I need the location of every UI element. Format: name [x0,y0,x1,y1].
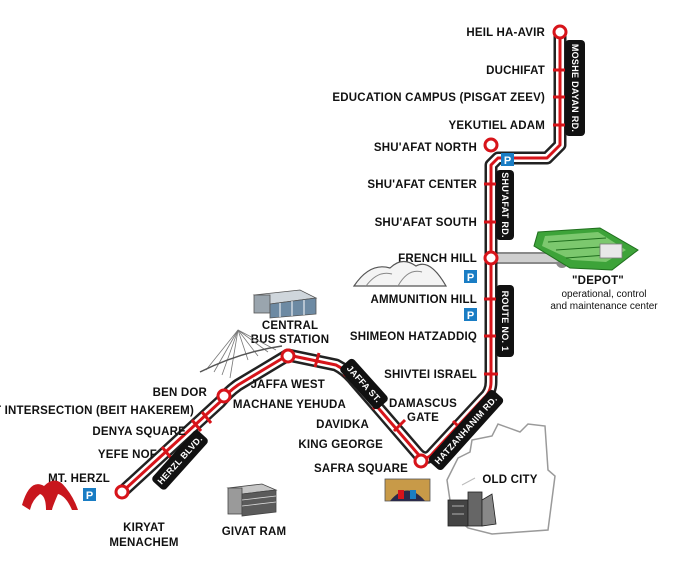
svg-text:P: P [467,272,474,284]
old-city-buildings-icon [447,491,497,527]
tick-denya-square [190,419,203,432]
svg-text:P: P [504,155,511,167]
depot-icon [533,227,639,271]
tick-haft-intersection [200,411,213,424]
station-circle-shuafat-north[interactable] [483,137,499,153]
station-label-gate[interactable]: GATE [407,412,439,424]
station-labels: HEIL HA-AVIR DUCHIFAT EDUCATION CAMPUS (… [0,27,545,549]
tram-line [117,32,567,497]
french-hill-landmark-icon [352,260,448,287]
givat-ram-building-icon [226,483,278,517]
station-label-haft-intersection[interactable]: HAFT INTERSECTION (BEIT HAKEREM) [0,405,194,417]
station-circle-mt-herzl[interactable] [114,484,130,500]
station-label-davidka[interactable]: DAVIDKA [316,419,369,431]
station-label-yekutiel-adam[interactable]: YEKUTIEL ADAM [448,120,545,132]
depot-line-1: operational, control [561,289,646,300]
station-label-jaffa-west[interactable]: JAFFA WEST [251,379,325,391]
station-label-damascus[interactable]: DAMASCUS [389,398,457,410]
road-sign-shuafat: SHU'AFAT RD. [496,170,514,240]
station-circle-safra-square[interactable] [413,453,429,469]
station-label-denya-square[interactable]: DENYA SQUARE [92,426,186,438]
station-label-ammunition-hill[interactable]: AMMUNITION HILL [371,294,477,306]
central-bus-station-building-icon [252,289,318,319]
chords-bridge-icon [199,329,283,379]
station-label-kiryat[interactable]: KIRYAT [123,522,165,534]
parking-icon-french-hill: P [464,270,477,284]
safra-square-photo-icon [384,478,431,502]
station-circle-heil-ha-avir[interactable] [552,24,568,40]
road-label-moshe-dayan: MOSHE DAYAN RD. [570,44,580,132]
parking-icon-ammunition-hill: P [464,308,477,322]
parking-icon-mt-herzl: P [83,488,96,502]
interchange-stations [114,24,568,500]
parking-icon-shuafat-north: P [501,153,514,167]
station-label-central[interactable]: CENTRAL [262,320,318,332]
station-label-menachem[interactable]: MENACHEM [109,537,178,549]
station-label-machane-yehuda[interactable]: MACHANE YEHUDA [233,399,346,411]
station-label-shuafat-south[interactable]: SHU'AFAT SOUTH [375,217,477,229]
station-label-ben-dor[interactable]: BEN DOR [153,387,208,399]
road-label-route-1: ROUTE NO. 1 [500,291,510,352]
station-label-shivtei-israel[interactable]: SHIVTEI ISRAEL [384,369,477,381]
station-label-bus-station[interactable]: BUS STATION [251,334,329,346]
station-label-french-hill[interactable]: FRENCH HILL [398,253,477,265]
road-sign-moshe-dayan: MOSHE DAYAN RD. [565,40,585,136]
station-label-shimeon-hatzaddiq[interactable]: SHIMEON HATZADDIQ [350,331,477,343]
depot-title: "DEPOT" [572,275,624,287]
station-circle-french-hill[interactable] [483,250,499,266]
tick-jaffa-west [313,352,321,368]
givat-ram-label: GIVAT RAM [222,526,287,538]
station-label-education-campus[interactable]: EDUCATION CAMPUS (PISGAT ZEEV) [332,92,545,104]
depot-line-2: and maintenance center [550,301,658,312]
station-label-shuafat-center[interactable]: SHU'AFAT CENTER [367,179,477,191]
old-city-label: OLD CITY [482,474,537,486]
svg-text:P: P [467,310,474,322]
mt-herzl-sculpture-icon [22,480,78,510]
depot-caption: "DEPOT" operational, control and mainten… [550,275,658,312]
depot-spur [485,252,568,268]
road-label-shuafat: SHU'AFAT RD. [500,172,510,238]
station-circle-central-bus-station[interactable] [280,348,296,364]
tick-yefe-nof [160,446,173,459]
parking-icons: P P P P [83,153,514,502]
station-label-shuafat-north[interactable]: SHU'AFAT NORTH [374,142,477,154]
station-circle-ben-dor[interactable] [216,388,232,404]
road-sign-jaffa: JAFFA ST. [340,358,388,410]
station-label-yefe-nof[interactable]: YEFE NOF [98,449,157,461]
station-label-heil-ha-avir[interactable]: HEIL HA-AVIR [466,27,545,39]
tick-king-george [392,418,407,433]
station-label-duchifat[interactable]: DUCHIFAT [486,65,545,77]
svg-text:P: P [86,490,93,502]
station-label-safra-square[interactable]: SAFRA SQUARE [314,463,408,475]
road-sign-route-1: ROUTE NO. 1 [496,285,514,357]
station-label-mt-herzl[interactable]: MT. HERZL [48,473,110,485]
station-label-king-george[interactable]: KING GEORGE [298,439,383,451]
